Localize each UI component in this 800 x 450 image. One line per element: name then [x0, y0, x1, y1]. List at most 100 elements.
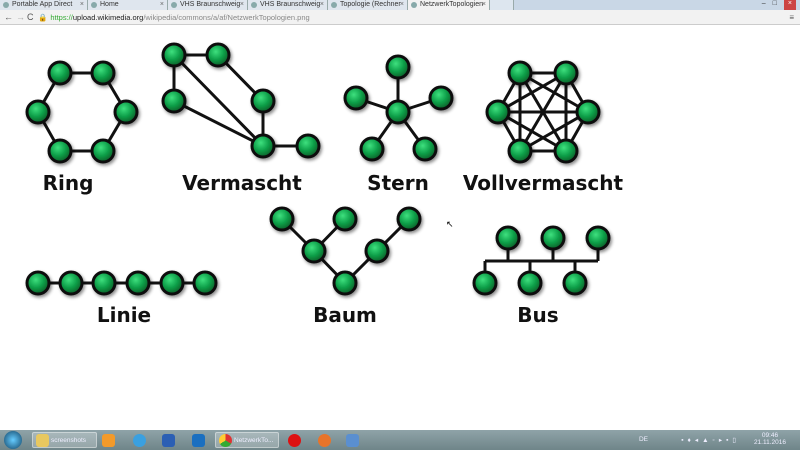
ring-node [47, 138, 73, 164]
menu-icon[interactable]: ≡ [789, 13, 794, 22]
vermascht-node [205, 42, 231, 68]
internet-explorer-icon [133, 433, 146, 447]
label-linie: Linie [97, 303, 151, 327]
bus-node [540, 225, 566, 251]
vermascht-node [295, 133, 321, 159]
tab[interactable]: Portable App Direct × [0, 0, 88, 10]
stern-node [385, 99, 411, 125]
baum-node [396, 206, 422, 232]
stern-node [428, 85, 454, 111]
clock-date: 21.11.2016 [753, 439, 786, 446]
vermascht-link [173, 99, 264, 148]
ring-node [25, 99, 51, 125]
tab-close-icon[interactable]: × [399, 1, 404, 8]
ring-node [47, 60, 73, 86]
tab-label: NetzwerkTopologien [420, 1, 484, 8]
stern-node [385, 54, 411, 80]
linie-node [159, 270, 185, 296]
url-path: /wikipedia/commons/a/af/NetzwerkTopologi… [143, 13, 310, 22]
close-window-button[interactable]: × [783, 0, 796, 10]
taskbar-item-word[interactable] [162, 432, 176, 448]
tab-label: Home [100, 1, 119, 8]
vermascht-node [250, 88, 276, 114]
linie-node [192, 270, 218, 296]
word-icon [162, 433, 175, 447]
tab[interactable]: Home × [88, 0, 168, 10]
lock-icon: 🔒 [38, 13, 48, 22]
taskbar-label: screenshots [51, 436, 87, 444]
taskbar-item-chrome[interactable]: NetzwerkTo... [215, 432, 279, 448]
new-tab-button[interactable] [490, 0, 514, 10]
bus-node [495, 225, 521, 251]
linie-node [91, 270, 117, 296]
firefox-icon [318, 433, 331, 447]
vollvermascht-node [575, 99, 601, 125]
taskbar-item-media[interactable] [102, 432, 116, 448]
linie-node [125, 270, 151, 296]
tab[interactable]: VHS Braunschweig× [168, 0, 248, 10]
bus-node [585, 225, 611, 251]
clock-time: 09:46 [761, 432, 779, 439]
stern-node [359, 136, 385, 162]
tab[interactable]: Topologie (Rechner× [328, 0, 408, 10]
taskbar: screenshots NetzwerkTo... DE ▪♦◂▲◦▸▪▯ 09… [0, 430, 800, 450]
tab-close-icon[interactable]: × [481, 1, 486, 8]
tab-active[interactable]: NetzwerkTopologien× [408, 0, 490, 10]
taskbar-item-opera[interactable] [288, 432, 302, 448]
vermascht-node [161, 42, 187, 68]
stern-node [343, 85, 369, 111]
vermascht-node [250, 133, 276, 159]
url-host: upload.wikimedia.org [72, 13, 144, 22]
tab-favicon-icon [411, 2, 417, 8]
linie-node [25, 270, 51, 296]
taskbar-item-firefox[interactable] [318, 432, 332, 448]
baum-node [269, 206, 295, 232]
tab-close-icon[interactable]: × [79, 1, 84, 8]
tab-label: VHS Braunschweig [180, 1, 241, 8]
tray-icons[interactable]: ▪♦◂▲◦▸▪▯ [681, 437, 740, 444]
bus-node [517, 270, 543, 296]
label-baum: Baum [313, 303, 377, 327]
tab-favicon-icon [331, 2, 337, 8]
taskbar-item-screenshots[interactable]: screenshots [32, 432, 97, 448]
label-vermascht: Vermascht [182, 171, 302, 195]
network-topologies-image: Ring Vermascht Stern Vollvermascht Linie… [25, 42, 624, 327]
tab[interactable]: VHS Braunschweig× [248, 0, 328, 10]
language-indicator[interactable]: DE [638, 436, 648, 443]
media-player-icon [102, 433, 115, 447]
tab-close-icon[interactable]: × [319, 1, 324, 8]
tab-close-icon[interactable]: × [159, 1, 164, 8]
reload-button[interactable]: C [27, 12, 34, 22]
window-controls: – □ × [762, 0, 800, 10]
vollvermascht-node [553, 138, 579, 164]
baum-node [301, 238, 327, 264]
label-bus: Bus [517, 303, 558, 327]
opera-icon [288, 433, 301, 447]
tab-favicon-icon [171, 2, 177, 8]
maximize-button[interactable]: □ [772, 0, 777, 7]
taskbar-label: NetzwerkTo... [234, 436, 274, 444]
network-tool-icon [346, 433, 359, 447]
tab-favicon-icon [91, 2, 97, 8]
address-bar[interactable]: 🔒https://upload.wikimedia.org/wikipedia/… [38, 12, 310, 23]
tab-close-icon[interactable]: × [239, 1, 244, 8]
vollvermascht-link [497, 110, 567, 153]
baum-node [332, 206, 358, 232]
minimize-button[interactable]: – [761, 0, 766, 7]
tab-favicon-icon [3, 2, 9, 8]
vollvermascht-node [485, 99, 511, 125]
taskbar-item-ie[interactable] [133, 432, 147, 448]
taskbar-item-outlook[interactable] [192, 432, 206, 448]
stern-node [412, 136, 438, 162]
label-ring: Ring [43, 171, 94, 195]
outlook-icon [192, 433, 205, 447]
back-button[interactable]: ← [4, 12, 13, 22]
forward-button[interactable]: → [16, 12, 25, 22]
bus-node [562, 270, 588, 296]
tab-label: Portable App Direct [12, 1, 73, 8]
start-button[interactable] [4, 431, 22, 449]
taskbar-item-network-tool[interactable] [346, 432, 360, 448]
ring-node [90, 138, 116, 164]
bus-node [472, 270, 498, 296]
